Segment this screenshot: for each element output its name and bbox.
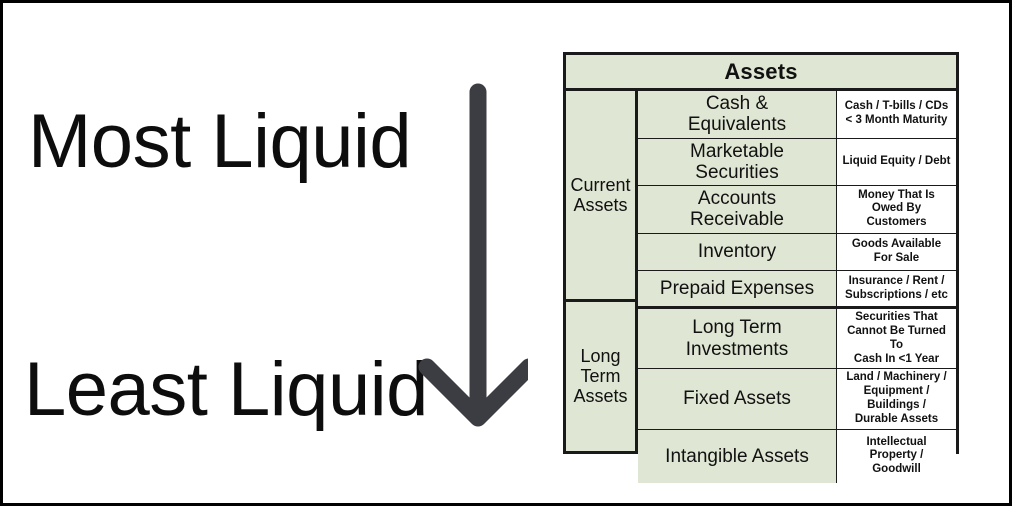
asset-description-text: Insurance / Rent /Subscriptions / etc (845, 275, 948, 303)
asset-description-line-0: Money That Is (858, 188, 935, 201)
asset-item-text: Prepaid Expenses (660, 278, 814, 299)
asset-item-line-0: Fixed Assets (683, 388, 791, 410)
asset-description-cell: Cash / T-bills / CDs< 3 Month Maturity (837, 91, 956, 138)
asset-description-line-0: Land / Machinery / (846, 371, 947, 384)
asset-item-line-0: Long Term (692, 317, 782, 339)
asset-item-line-0: Marketable (690, 140, 784, 162)
asset-item-line-1: Investments (685, 338, 789, 360)
group-label-line-1: Assets (573, 194, 628, 215)
group-label-line-1: Term (580, 366, 621, 387)
asset-item-cell: Prepaid Expenses (638, 271, 837, 307)
asset-description-cell: Land / Machinery /Equipment / Buildings … (837, 369, 956, 429)
asset-description-line-0: Cash / T-bills / CDs (844, 100, 949, 113)
asset-description-line-0: Insurance / Rent / (848, 274, 945, 287)
asset-description-cell: Intellectual Property /Goodwill (837, 429, 956, 484)
group-label-line-2: Assets (573, 386, 628, 407)
asset-item-text: Inventory (698, 241, 776, 262)
asset-description-line-2: Durable Assets (854, 412, 939, 425)
table-row: Fixed Assets Land / Machinery /Equipment … (638, 369, 956, 430)
asset-item-cell: Fixed Assets (638, 369, 837, 429)
asset-item-text: Fixed Assets (683, 388, 791, 409)
asset-item-cell: Cash &Equivalents (638, 91, 837, 138)
asset-item-line-0: Prepaid Expenses (659, 278, 815, 300)
asset-description-line-1: < 3 Month Maturity (845, 114, 948, 127)
asset-item-text: Cash &Equivalents (688, 93, 786, 136)
table-row: Cash &Equivalents Cash / T-bills / CDs< 3… (638, 91, 956, 139)
asset-description-line-0: Securities That (855, 311, 938, 324)
table-title: Assets (724, 58, 798, 84)
asset-item-line-1: Equivalents (687, 114, 787, 136)
most-liquid-label: Most Liquid (28, 99, 412, 184)
asset-item-cell: Inventory (638, 233, 837, 271)
asset-description-line-1: Equipment / Buildings / (863, 385, 930, 411)
asset-item-text: Intangible Assets (665, 446, 809, 467)
group-label-line-0: Long (580, 346, 621, 367)
asset-description-text: Land / Machinery /Equipment / Buildings … (842, 371, 951, 426)
asset-description-line-1: Cannot Be Turned To (847, 324, 946, 351)
asset-description-line-1: For Sale (873, 251, 920, 264)
asset-description-line-0: Goods Available (851, 238, 942, 251)
table-row: Prepaid Expenses Insurance / Rent /Subscr… (638, 271, 956, 310)
asset-description-line-1: Subscriptions / etc (845, 288, 948, 301)
down-arrow-icon (412, 80, 538, 432)
asset-description-line-1: Goodwill (872, 463, 921, 476)
asset-item-cell: Intangible Assets (638, 429, 837, 484)
asset-description-text: Intellectual Property /Goodwill (842, 436, 951, 477)
asset-description-line-1: Owed By Customers (866, 202, 927, 229)
asset-description-line-0: Intellectual Property / (866, 435, 927, 462)
group-label-line-0: Current (570, 174, 631, 195)
table-row: Intangible Assets Intellectual Property /… (638, 429, 956, 484)
asset-description-text: Liquid Equity / Debt (843, 155, 951, 169)
asset-item-line-1: Securities (695, 161, 779, 183)
asset-description-line-0: Liquid Equity / Debt (842, 154, 951, 167)
asset-description-cell: Liquid Equity / Debt (837, 138, 956, 186)
asset-item-line-0: Intangible Assets (665, 445, 809, 467)
asset-item-line-0: Inventory (697, 241, 777, 263)
asset-item-line-1: Receivable (690, 209, 784, 231)
asset-item-line-0: Accounts (697, 188, 777, 210)
down-arrow-svg (418, 83, 538, 427)
least-liquid-label: Least Liquid (24, 347, 428, 432)
asset-description-text: Cash / T-bills / CDs< 3 Month Maturity (845, 100, 949, 128)
table-rows: Cash &Equivalents Cash / T-bills / CDs< 3… (638, 91, 956, 484)
asset-description-cell: Insurance / Rent /Subscriptions / etc (837, 271, 956, 307)
table-title-row: Assets (566, 55, 956, 91)
asset-item-line-0: Cash & (705, 93, 769, 114)
asset-description-line-2: Cash In <1 Year (853, 352, 940, 365)
